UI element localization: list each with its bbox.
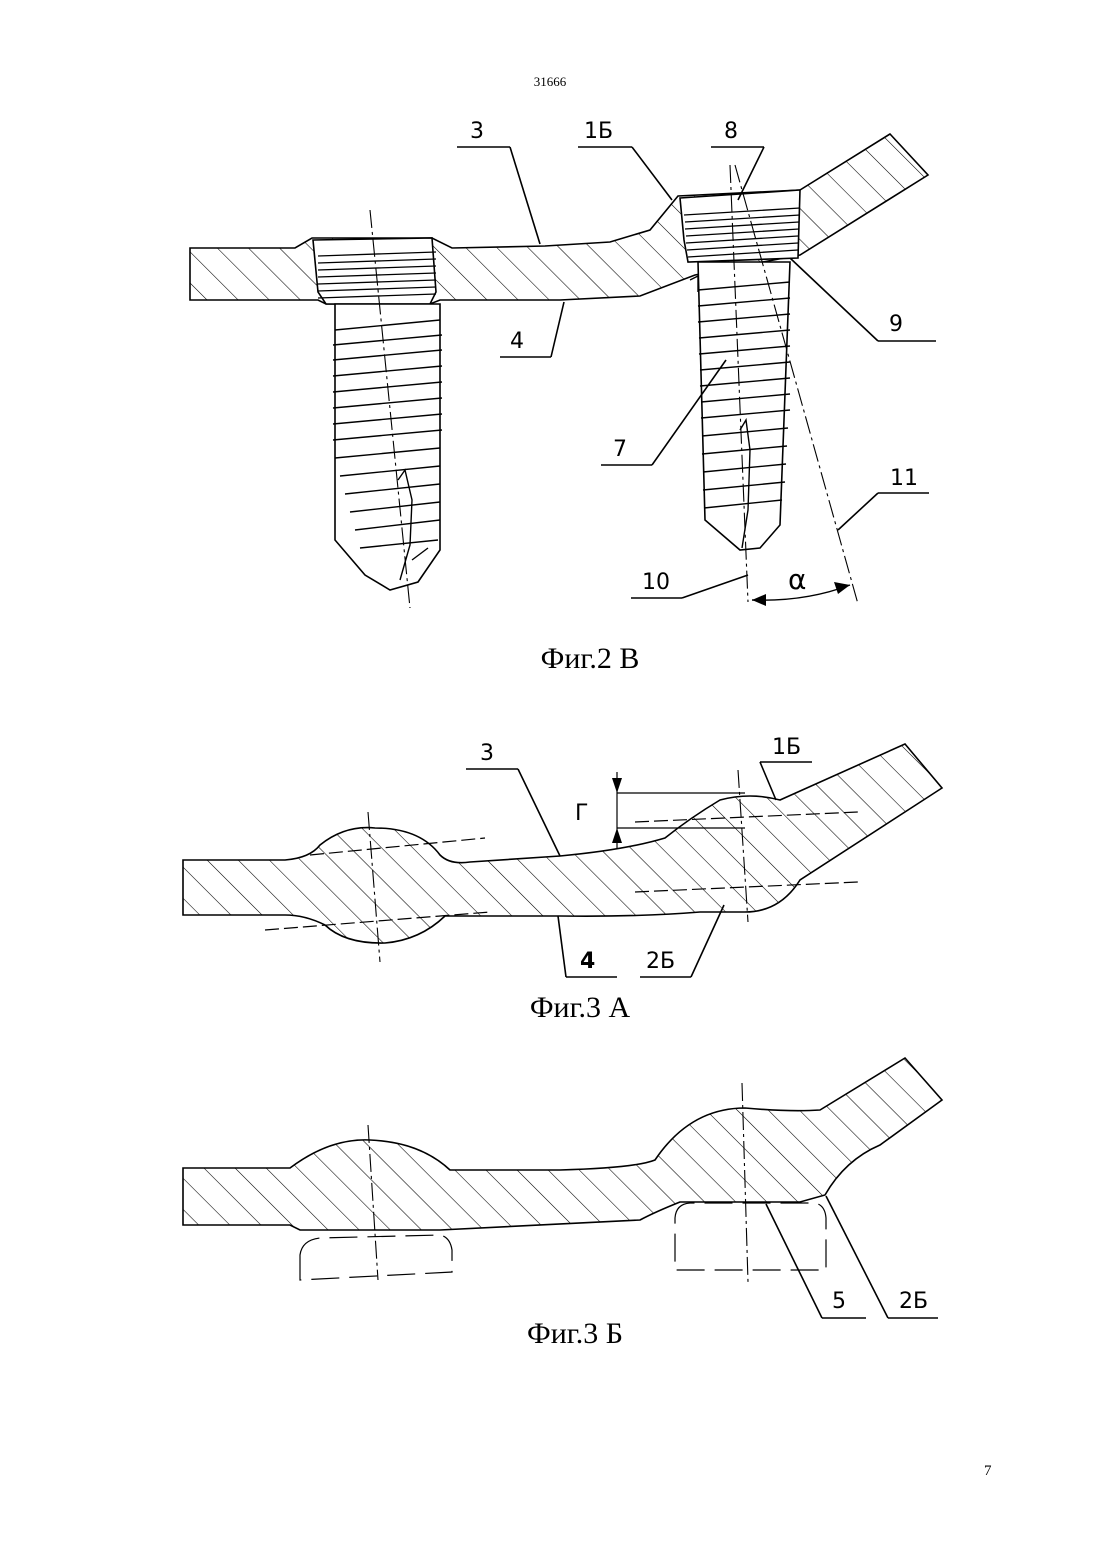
figure-2b (190, 134, 936, 608)
label-2b: 2Б (646, 949, 675, 974)
label-alpha: α (788, 563, 806, 596)
label-4: 4 (510, 329, 524, 354)
plate-section (183, 1058, 942, 1230)
label-3: 3 (480, 741, 494, 766)
label-1b: 1Б (584, 119, 613, 144)
label-5: 5 (832, 1289, 846, 1314)
label-g: Г (575, 801, 588, 826)
label-2b: 2Б (899, 1289, 928, 1314)
figure-3b-caption: Фиг.3 Б (527, 1317, 623, 1350)
plate-section (190, 134, 928, 304)
label-11: 11 (890, 466, 918, 491)
label-8: 8 (724, 119, 738, 144)
left-screw-shank (335, 304, 440, 590)
label-7: 7 (613, 437, 627, 462)
label-3: 3 (470, 119, 484, 144)
figure-3b (183, 1058, 942, 1318)
figure-3a (183, 744, 942, 977)
label-10: 10 (642, 570, 670, 595)
label-9: 9 (889, 312, 903, 337)
label-1b: 1Б (772, 735, 801, 760)
figure-2b-caption: Фиг.2 В (541, 642, 640, 675)
figure-3a-caption: Фиг.3 А (530, 991, 631, 1024)
plate-section (183, 744, 942, 943)
label-4: 4 (580, 949, 595, 974)
